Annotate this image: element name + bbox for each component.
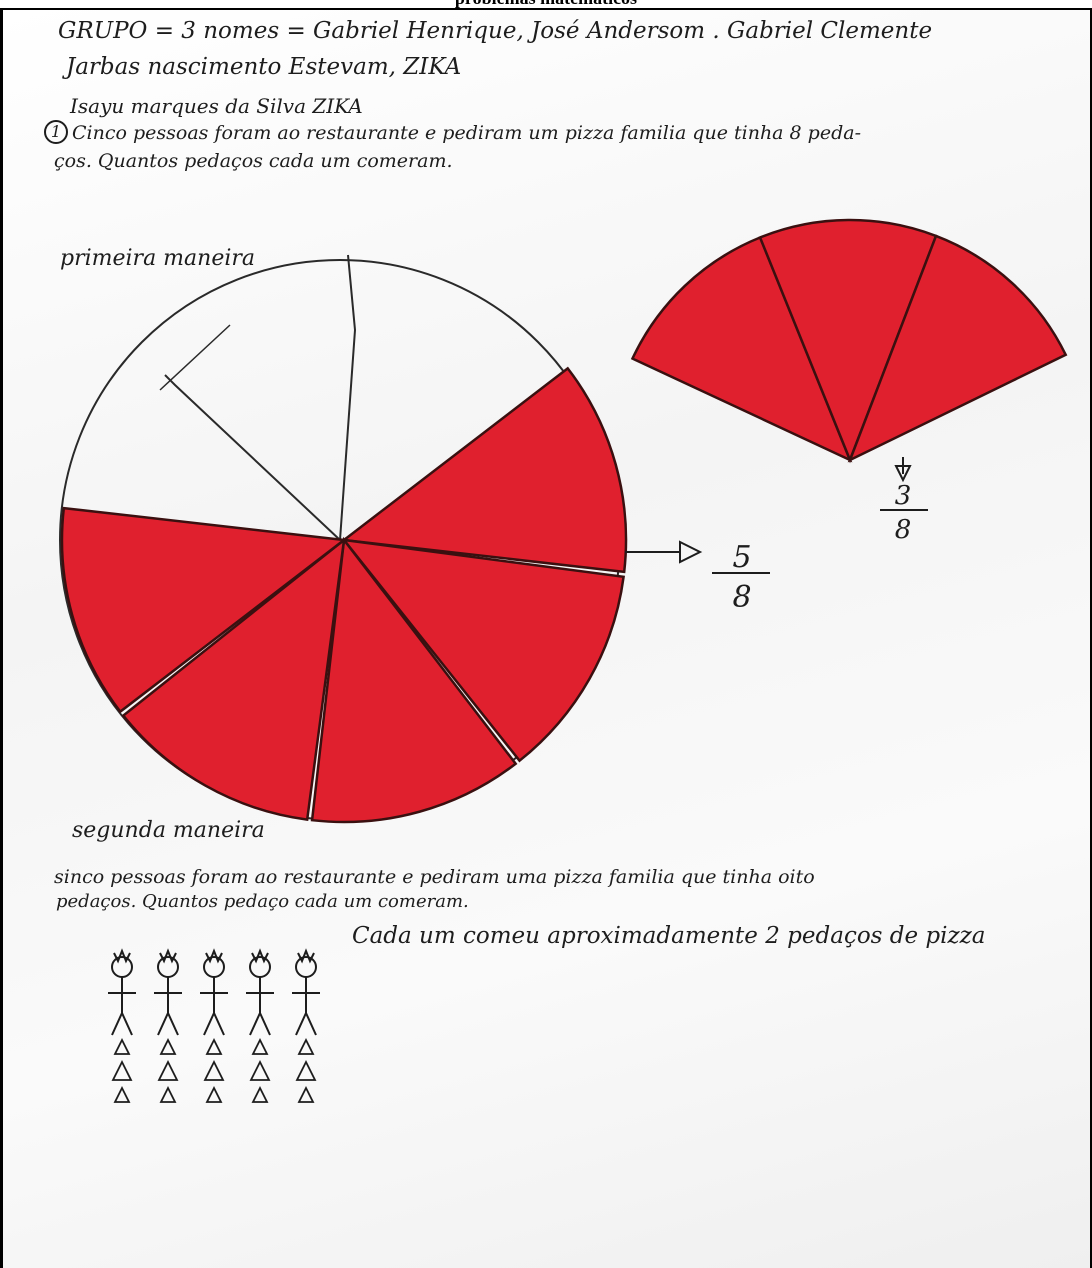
- pizza-slice-triangle-icon: [111, 1059, 133, 1081]
- leftover-fraction-numerator: 3: [895, 481, 912, 511]
- pizza-slice-triangle-icon: [205, 1085, 223, 1103]
- pencil-division-line: [339, 254, 357, 541]
- pizza-slice-triangle-icon: [251, 1037, 269, 1055]
- pizza-slice-triangle-icon: [297, 1085, 315, 1103]
- leftover-pizza-slice: [630, 235, 853, 463]
- second-way-label: segunda maneira: [72, 818, 265, 843]
- pizza-slice-triangle-icon: [297, 1037, 315, 1055]
- problem-text-line1: Cinco pessoas foram ao restaurante e ped…: [72, 122, 861, 144]
- arrow-down-to-fraction-icon: [894, 457, 912, 483]
- eaten-fraction-numerator: 5: [732, 540, 751, 575]
- eaten-fraction-denominator: 8: [732, 580, 751, 615]
- leftover-pizza-slice: [758, 218, 938, 464]
- pizza-slice-triangle-icon: [205, 1037, 223, 1055]
- stick-person-icon: [108, 948, 136, 1103]
- leftover-pizza-slice: [847, 234, 1068, 463]
- eaten-pizza-slice: [340, 366, 628, 574]
- pizza-circle-diagram: [59, 254, 628, 824]
- eaten-pizza-slice: [60, 506, 348, 714]
- pencil-division-line: [164, 374, 341, 541]
- page-title-bar: problemas matemáticos: [0, 0, 1092, 8]
- pizza-slice-triangle-icon: [203, 1059, 225, 1081]
- problem-number-badge: 1: [44, 120, 68, 144]
- arrow-to-fraction-icon: [625, 540, 703, 564]
- problem-number: 1: [50, 122, 62, 141]
- eaten-slices-group: [60, 366, 628, 824]
- people-group: [108, 948, 320, 1103]
- pizza-slice-triangle-icon: [249, 1059, 271, 1081]
- eaten-pizza-slice: [121, 537, 346, 821]
- pizza-slice-triangle-icon: [251, 1085, 269, 1103]
- header-line-names-2: Jarbas nascimento Estevam, ZIKA: [66, 54, 462, 80]
- pizza-slice-triangle-icon: [159, 1085, 177, 1103]
- leftover-slices-group: [630, 218, 1068, 464]
- first-way-label: primeira maneira: [60, 246, 256, 271]
- pizza-slice-triangle-icon: [159, 1037, 177, 1055]
- header-line-group-names: GRUPO = 3 nomes = Gabriel Henrique, José…: [58, 18, 933, 44]
- second-way-answer: Cada um comeu aproximadamente 2 pedaços …: [352, 923, 986, 949]
- leftover-fraction-denominator: 8: [895, 515, 912, 545]
- eaten-pizza-slice: [341, 538, 625, 763]
- problem-text-line2: ços. Quantos pedaços cada um comeram.: [54, 150, 453, 172]
- eaten-pizza-slice: [310, 536, 518, 824]
- stick-person-icon: [292, 948, 320, 1103]
- second-way-text-line1: sinco pessoas foram ao restaurante e ped…: [54, 866, 815, 888]
- stick-person-icon: [200, 948, 228, 1103]
- header-line-names-3: Isayu marques da Silva ZIKA: [70, 94, 363, 118]
- stick-person-icon: [246, 948, 274, 1103]
- second-way-text-line2: pedaços. Quantos pedaço cada um comeram.: [56, 891, 469, 912]
- pizza-slice-triangle-icon: [113, 1085, 131, 1103]
- pizza-slice-triangle-icon: [295, 1059, 317, 1081]
- pizza-slice-triangle-icon: [157, 1059, 179, 1081]
- pencil-stray-line: [159, 324, 231, 391]
- stick-person-icon: [154, 948, 182, 1103]
- page-title: problemas matemáticos: [0, 0, 1092, 8]
- pizza-slice-triangle-icon: [113, 1037, 131, 1055]
